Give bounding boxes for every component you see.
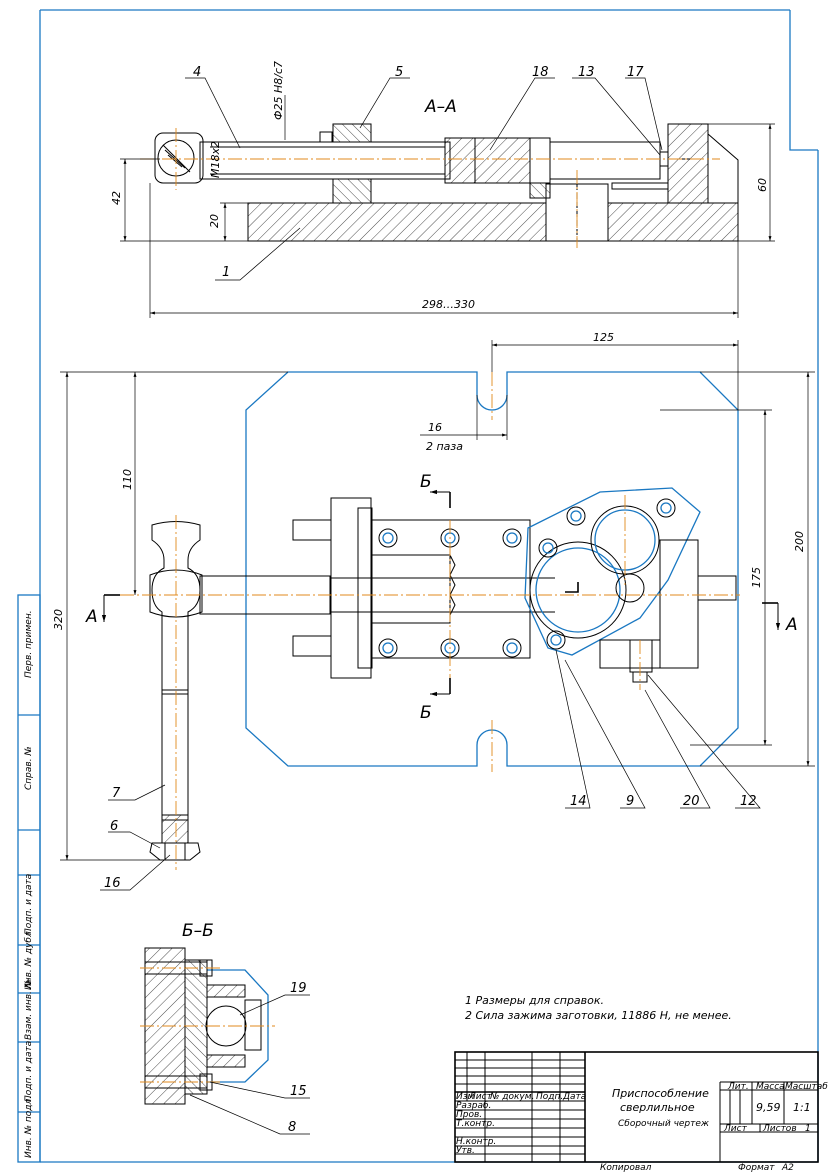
part-13: 13 [578,65,595,80]
section-mark-b-bottom: Б [420,703,432,723]
dim-175: 175 [750,567,763,588]
dim-two-grooves: 2 паза [426,440,463,453]
tb-sheets: Листов [762,1124,797,1134]
stamp-inv-dubl: Инв. № дубл. [24,928,34,990]
part-14: 14 [570,794,587,809]
title-block: Изм Лист № докум. Подп. Дата Разраб. Про… [454,1051,828,1172]
tb-sheets-value: 1 [805,1124,811,1134]
section-bb-view: Б–Б [140,921,275,1105]
tb-mass: Масса [756,1082,785,1092]
section-markers: А А Б Б [85,472,798,723]
part-17: 17 [627,65,644,80]
tb-row-razrab: Разраб. [456,1101,491,1111]
section-aa-view: А–А [140,97,739,248]
section-bb-leaders: 19 15 8 [189,981,310,1135]
tb-col-doc: № докум. [489,1092,534,1102]
part-4: 4 [193,65,201,80]
dim-42: 42 [110,191,123,205]
tb-scale: Масштаб [785,1082,828,1092]
part-16: 16 [104,876,121,891]
dim-110: 110 [121,469,134,490]
dim-16: 16 [428,421,442,434]
tb-row-utv: Утв. [456,1146,475,1156]
section-bb-title: Б–Б [182,921,214,941]
section-aa-dimensions: Ф25 Н8/c7 M18x2 42 20 60 298…330 [110,61,775,318]
jaw-screws [538,498,676,650]
note-2: 2 Сила зажима заготовки, 11886 Н, не мен… [465,1009,732,1022]
plan-view-leaders: 7 6 16 14 9 20 12 [100,649,761,891]
stamp-vzam-inv: Взам. инв. № [24,979,34,1040]
tb-col-sign: Подп. [536,1092,563,1102]
tb-doc-type: Сборочный чертеж [618,1119,710,1129]
part-1: 1 [222,265,230,280]
part-8: 8 [288,1120,296,1135]
part-20: 20 [683,794,700,809]
note-1: 1 Размеры для справок. [465,994,604,1007]
stamp-inv-podl: Инв. № подл. [24,1096,34,1158]
section-mark-a-left: А [85,607,98,627]
dim-20: 20 [208,214,221,228]
base-plate-1 [247,202,547,242]
section-mark-b-top: Б [420,472,432,492]
part-15: 15 [290,1084,307,1099]
part-12: 12 [740,794,757,809]
dim-60: 60 [756,178,769,192]
dim-320: 320 [52,609,65,630]
tb-format: Формат [738,1163,775,1172]
part-5: 5 [395,65,403,80]
section-aa-title: А–А [424,97,457,117]
tb-col-list: Лист [468,1092,493,1102]
part-7: 7 [112,786,121,801]
tb-mass-value: 9,59 [756,1101,781,1114]
tb-row-nkontr: Н.контр. [456,1137,496,1147]
dim-overall: 298…330 [422,298,475,311]
tb-name-line1: Приспособление [612,1087,709,1100]
tb-row-tkontr: Т.контр. [456,1119,495,1129]
plan-view-dimensions: 125 16 2 паза 110 320 175 200 [52,331,815,861]
dim-fit: Ф25 Н8/c7 [272,61,285,120]
tb-col-izm: Изм [456,1092,475,1102]
tb-col-date: Дата [562,1092,586,1102]
dim-200: 200 [793,531,806,552]
part-6: 6 [110,819,118,834]
stamp-perv-primen: Перв. примен. [24,610,34,678]
tb-sheet: Лист [723,1124,748,1134]
section-aa-leaders: 4 5 18 13 17 1 [185,65,663,281]
dim-125: 125 [593,331,614,344]
stamp-sprav: Справ. № [24,746,34,790]
technical-notes: 1 Размеры для справок. 2 Сила зажима заг… [465,994,732,1022]
tb-lit: Лит. [727,1082,749,1092]
dim-thread: M18x2 [209,141,222,178]
drawing-frame [17,9,819,1163]
tb-copied: Копировал [600,1163,652,1172]
stamp-podp-data-1: Подп. и дата [24,874,34,935]
side-stamp-labels: Перв. примен. Справ. № Подп. и дата Инв.… [24,610,34,1158]
plan-view [120,371,740,870]
tb-row-prov: Пров. [456,1110,482,1120]
part-18: 18 [532,65,549,80]
stamp-podp-data-2: Подп. и дата [24,1041,34,1102]
tb-name-line2: сверлильное [620,1101,695,1114]
part-19: 19 [290,981,307,996]
section-mark-a-right: А [785,615,798,635]
part-9: 9 [626,794,634,809]
tb-format-value: А2 [781,1163,794,1172]
tb-scale-value: 1:1 [793,1101,811,1114]
